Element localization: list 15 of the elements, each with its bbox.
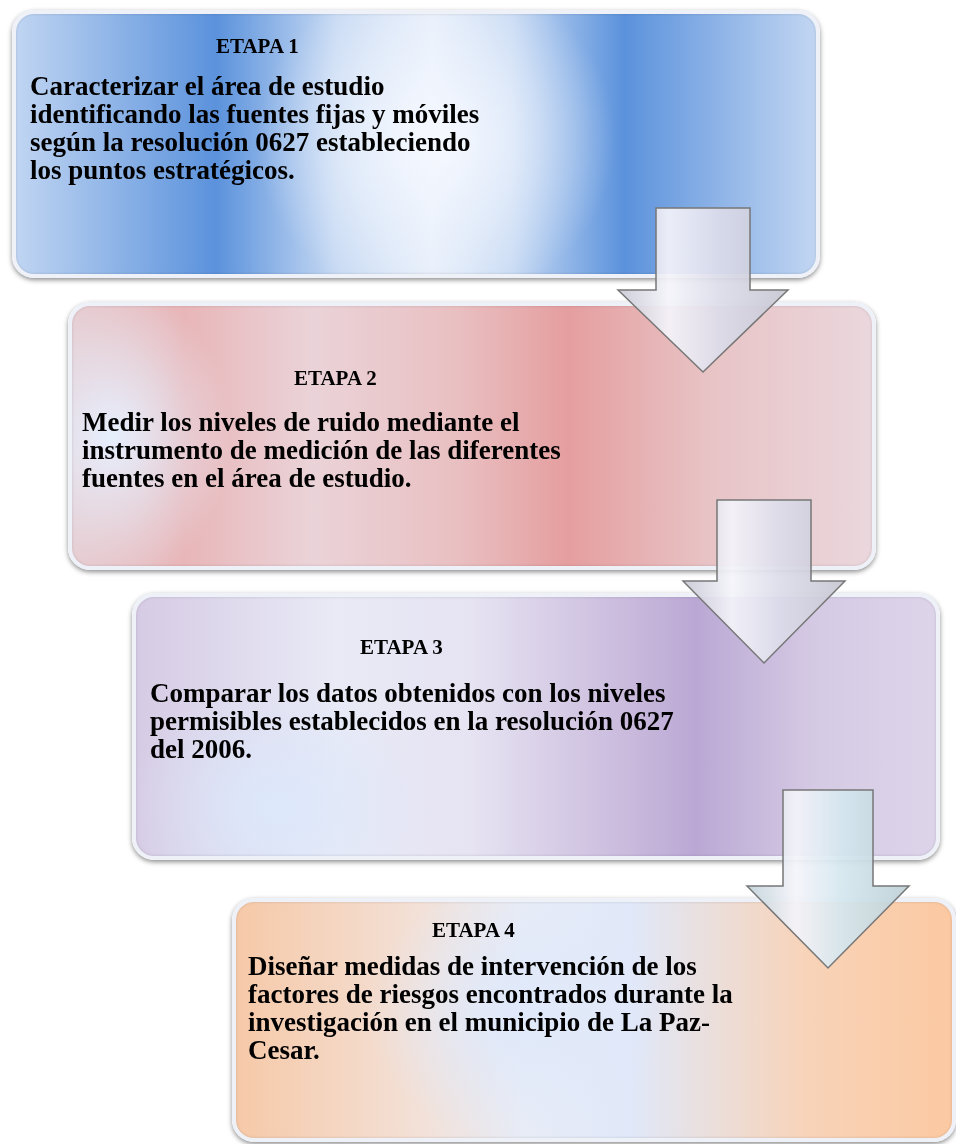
block-arrow [681, 499, 847, 665]
process-box [132, 593, 940, 860]
stage-description: Diseñar medidas de intervención de los factores de riesgos encontrados durante la investigación en el municipio de La Paz-Cesar. [248, 952, 734, 1064]
stage-description: Medir los niveles de ruido mediante el instrumento de medición de las diferentes fuentes en el área de estudio. [82, 408, 562, 492]
block-arrow [745, 789, 911, 970]
stage-description: Comparar los datos obtenidos con los niveles permisibles establecidos en la resolución 0627 del 2006. [150, 679, 675, 763]
stage-heading: ETAPA 2 [294, 366, 377, 391]
block-arrow [616, 207, 790, 374]
process-box [12, 10, 820, 278]
stage-heading: ETAPA 4 [432, 918, 515, 943]
process-box [232, 898, 956, 1142]
stage-heading: ETAPA 1 [216, 34, 299, 59]
stage-heading: ETAPA 3 [360, 635, 443, 660]
process-box [68, 302, 876, 570]
stage-description: Caracterizar el área de estudio identificando las fuentes fijas y móviles según la resolución 0627 estableciendo los puntos estratégicos. [30, 72, 481, 184]
